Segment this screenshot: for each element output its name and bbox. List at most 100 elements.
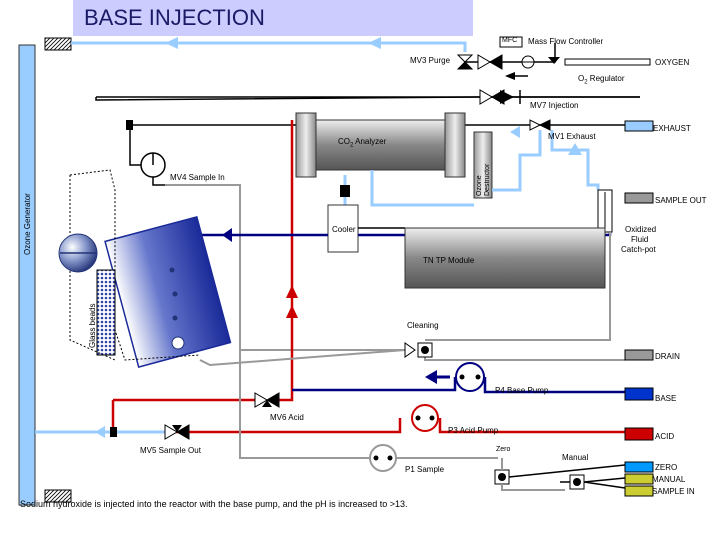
acid-reservoir — [624, 427, 654, 441]
tntp-module-label: TN TP Module — [423, 256, 475, 265]
manual-label: MANUAL — [652, 475, 686, 484]
zero-line — [501, 458, 565, 491]
flow-arrow-icon — [222, 228, 232, 242]
drain-outlet — [624, 349, 654, 361]
flow-arrow-icon — [505, 72, 515, 80]
reactor-bubble-icon — [169, 267, 175, 273]
ozone-generator-cap-bottom — [44, 489, 72, 503]
mv3-purge-label: MV3 Purge — [410, 56, 451, 65]
mfc-label: MFC — [502, 37, 518, 44]
mv5-sample-out-valve-icon — [164, 424, 178, 440]
flow-arrow-icon — [568, 143, 582, 155]
base-line — [483, 377, 625, 394]
oxygen-label: OXYGEN — [655, 58, 690, 67]
co2-analyzer-label: CO2 Analyzer — [338, 137, 387, 149]
mv7-valve-icon — [479, 89, 493, 105]
ozone-generator-cap-top — [44, 37, 72, 51]
acid-label: ACID — [655, 432, 675, 441]
acid-line — [175, 418, 402, 434]
ozone-destructor — [473, 131, 493, 199]
reactor — [104, 215, 232, 368]
tntp-module — [404, 227, 606, 289]
acid-line — [438, 418, 625, 434]
base-label: BASE — [655, 394, 677, 403]
glass-beads — [96, 269, 116, 356]
mass-flow-controller-label: Mass Flow Controller — [528, 37, 604, 46]
oxygen-inlet — [564, 58, 651, 66]
base-reservoir — [624, 387, 654, 401]
mv1-exhaust-label: MV1 Exhaust — [548, 132, 596, 141]
mv6-acid-label: MV6 Acid — [270, 413, 304, 422]
flow-arrow-icon — [510, 126, 520, 138]
oxidized-fluid-label-3: Catch-pot — [621, 245, 656, 254]
mv6-acid-valve-icon — [254, 392, 268, 408]
flow-arrow-icon — [286, 305, 298, 318]
p1-sample-pump-icon — [369, 444, 397, 472]
cooler — [327, 204, 359, 253]
p3-acid-pump-label: P3 Acid Pump — [448, 426, 499, 435]
o2-regulator-label: O2 Regulator — [578, 74, 625, 86]
glass-beads-label: Glass beads — [88, 303, 97, 348]
mv1-exhaust-valve-icon — [529, 119, 542, 131]
title-bar — [73, 0, 473, 36]
ozone-destructor-label-2: Destructor — [484, 163, 491, 196]
ozone-destructor-label-1: Ozone — [476, 175, 483, 196]
page-title: BASE INJECTION — [84, 5, 265, 30]
exhaust-label: EXHAUST — [653, 124, 691, 133]
oxidized-fluid-label-2: Fluid — [631, 235, 649, 244]
co2-analyzer-port — [340, 185, 350, 197]
flow-arrow-icon — [425, 370, 437, 384]
ozone-generator — [18, 44, 36, 506]
mv5-junction — [110, 427, 117, 437]
drain-label: DRAIN — [655, 352, 680, 361]
cooler-label: Cooler — [332, 225, 356, 234]
flow-arrow-icon — [165, 37, 178, 49]
flow-arrow-icon — [95, 426, 105, 438]
gas-line-destructor — [492, 130, 542, 192]
reactor-bubble-icon — [172, 291, 178, 297]
mv3-purge-valve-icon — [456, 61, 474, 70]
caption: Sodium hydroxide is injected into the re… — [20, 499, 408, 509]
reactor-bubble-icon — [172, 315, 178, 321]
ozone-loop — [69, 169, 201, 361]
mfc-valve-icon — [477, 54, 491, 70]
p4-base-pump-icon — [455, 362, 485, 392]
fluid-line — [424, 350, 625, 361]
mv1-exhaust-valve-icon — [538, 119, 551, 131]
zero-label: ZERO — [655, 463, 678, 472]
zero-valve-label: Zero — [496, 446, 511, 453]
mv3-purge-valve-icon — [456, 54, 474, 63]
gas-line-co2-out — [370, 170, 474, 207]
sample-out-outlet — [624, 192, 654, 204]
manual-reservoir — [624, 473, 654, 485]
flow-arrow-icon — [368, 37, 381, 49]
gas-line-top — [71, 41, 467, 52]
zero-reservoir — [624, 461, 654, 473]
o2-regulator-icon — [548, 57, 560, 64]
sample-line — [165, 184, 415, 351]
exhaust-valve-block — [126, 120, 133, 130]
cleaning-valve-icon — [404, 342, 416, 358]
cleaning-line — [199, 349, 406, 367]
flow-arrow-icon — [286, 285, 298, 298]
mv5-sample-out-label: MV5 Sample Out — [140, 446, 201, 455]
oxidized-fluid-label-1: Oxidized — [625, 225, 657, 234]
mv4-sample-in-label: MV4 Sample In — [170, 173, 225, 182]
manual-valve-label: Manual — [562, 453, 589, 462]
p4-base-pump-label: P4 Base Pump — [495, 386, 549, 395]
mv5-sample-out-valve-icon — [176, 424, 190, 440]
fluid-line — [425, 232, 611, 341]
mv6-acid-valve-icon — [266, 392, 280, 408]
mv7-injection-label: MV7 Injection — [530, 101, 579, 110]
zero-line — [508, 464, 626, 478]
mv7-check-icon — [500, 90, 514, 104]
p3-acid-pump-icon — [411, 404, 439, 432]
cleaning-label: Cleaning — [407, 321, 439, 330]
base-line — [292, 377, 457, 392]
p1-sample-label: P1 Sample — [405, 465, 445, 474]
exhaust-outlet — [624, 120, 654, 132]
sample-in-label: SAMPLE IN — [652, 487, 695, 496]
gas-line-sample-out — [550, 130, 600, 190]
acid-line — [275, 120, 294, 402]
